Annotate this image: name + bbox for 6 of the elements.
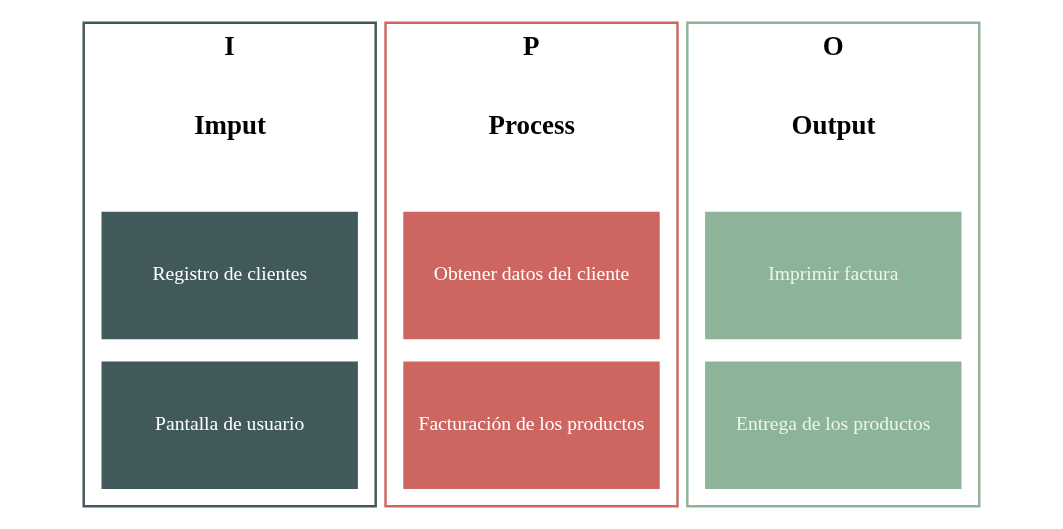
node-box: Imprimir factura bbox=[705, 211, 962, 340]
node-box: Entrega de los productos bbox=[705, 361, 962, 489]
node-box: Obtener datos del cliente bbox=[403, 211, 660, 340]
node-box: Pantalla de usuario bbox=[101, 361, 358, 489]
node-box: Facturación de los productos bbox=[403, 361, 660, 489]
node-box: Registro de clientes bbox=[101, 211, 358, 340]
